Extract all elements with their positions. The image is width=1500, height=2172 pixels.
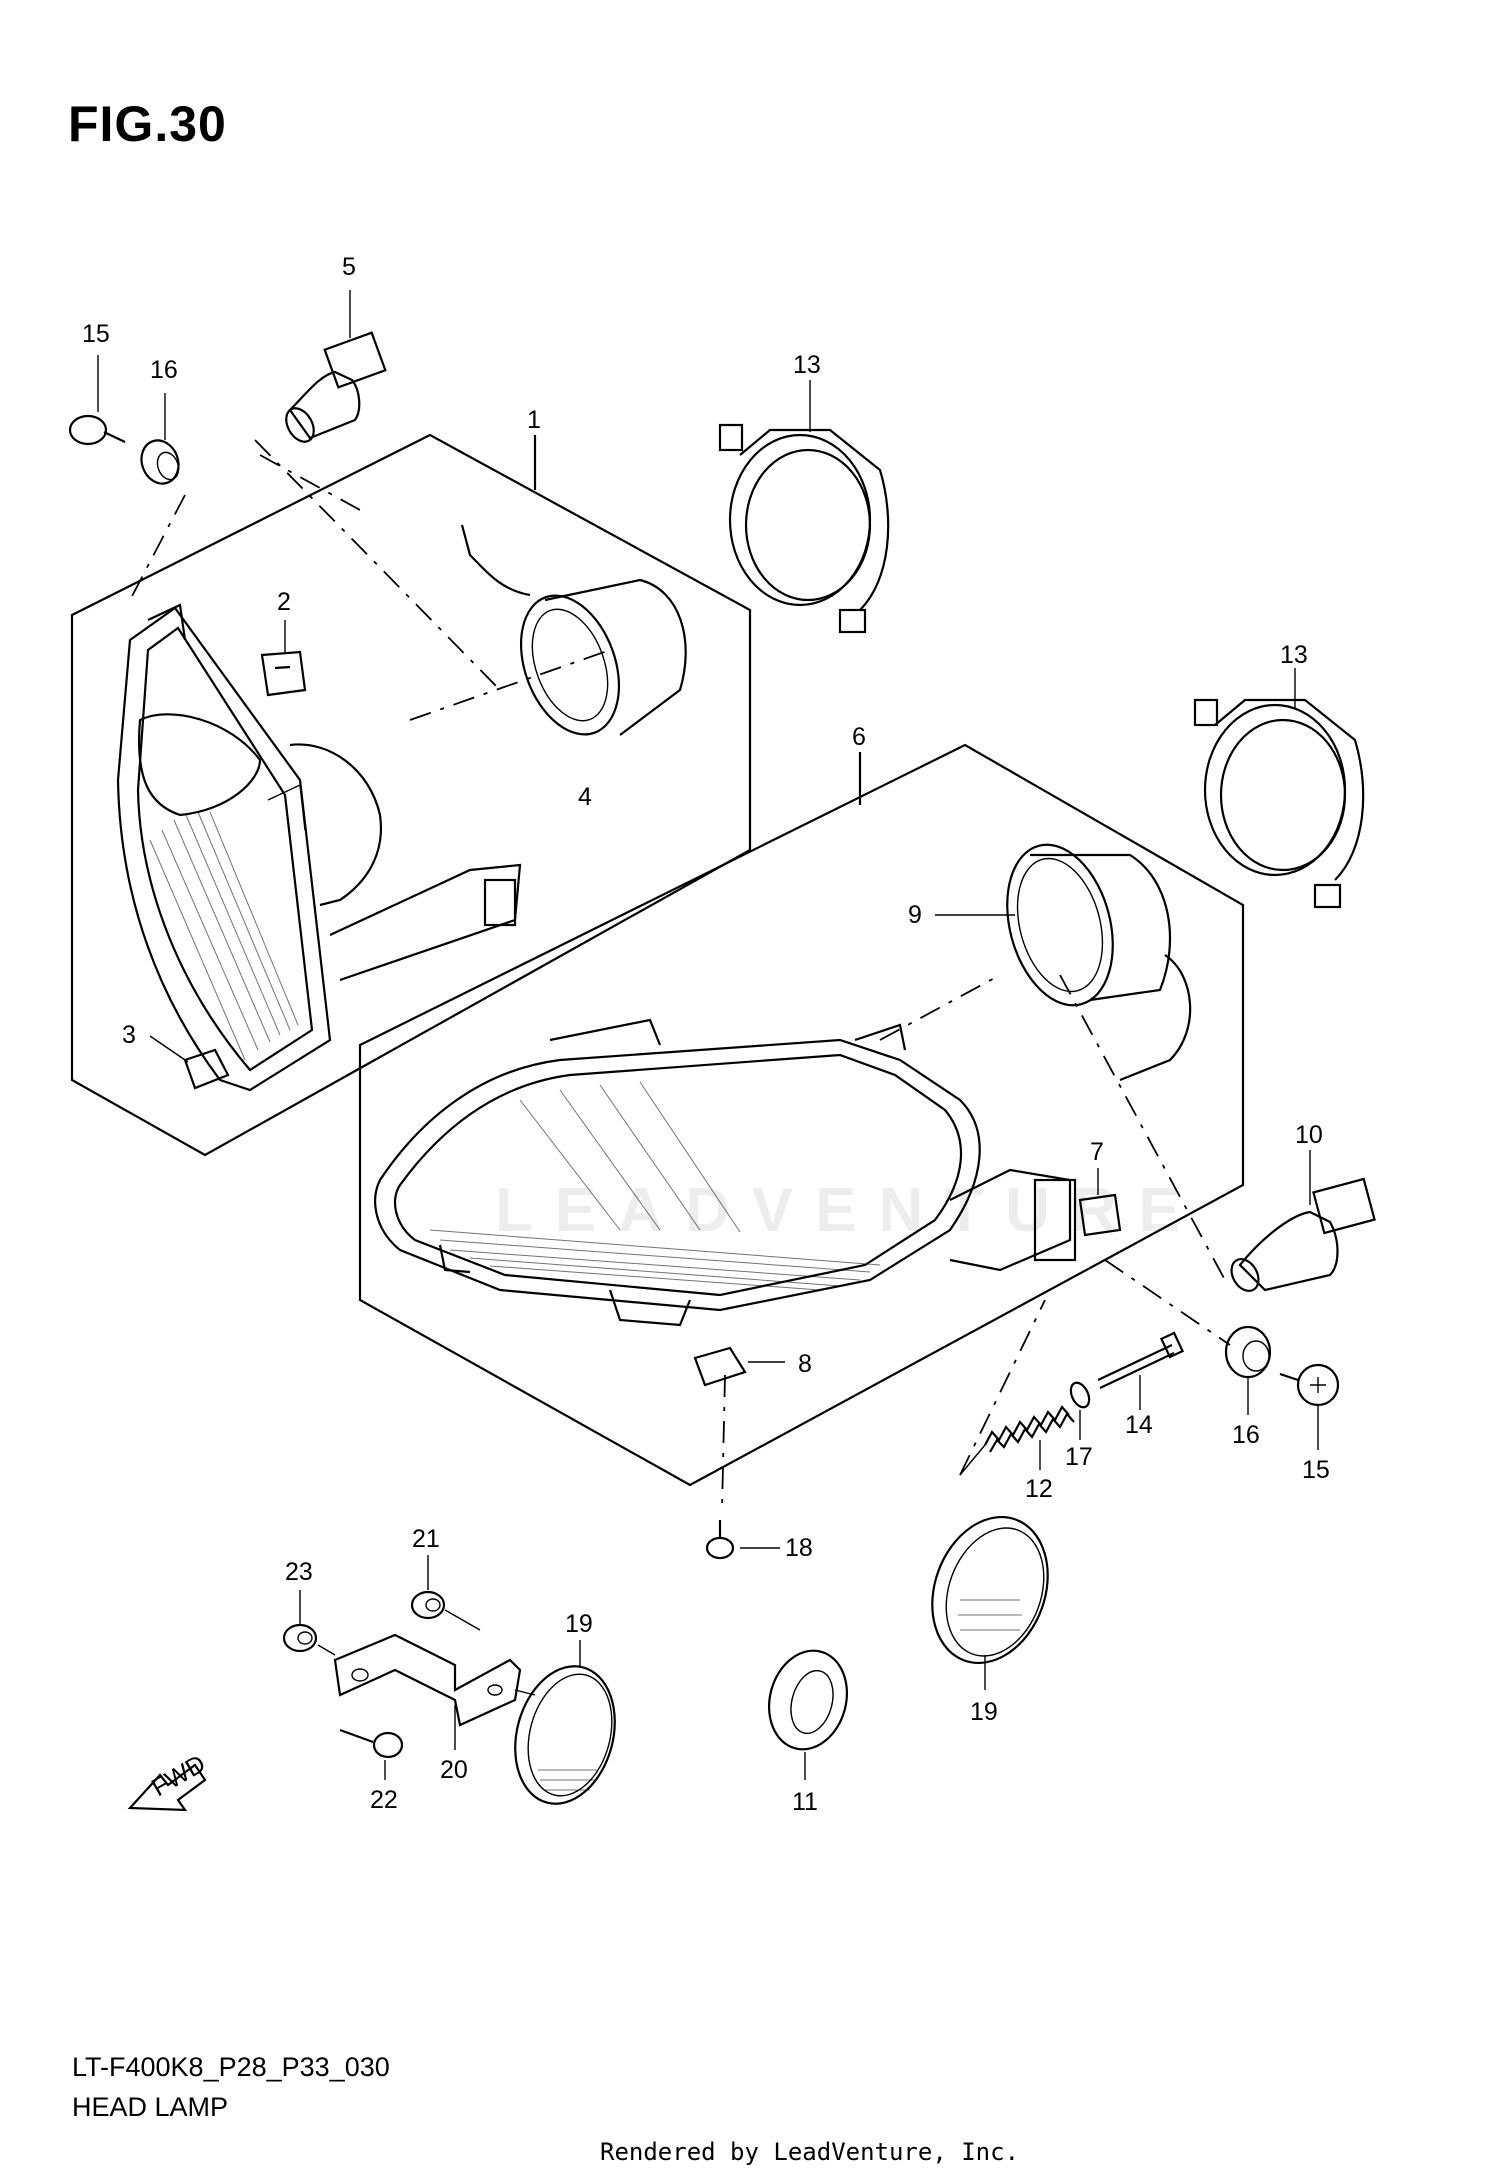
callout-19-left: 19 — [565, 1610, 593, 1638]
callout-23: 23 — [285, 1558, 313, 1586]
part-8-clip — [693, 1346, 747, 1387]
callout-13-right: 13 — [1280, 641, 1308, 669]
callout-11: 11 — [792, 1788, 818, 1816]
callout-8: 8 — [798, 1350, 812, 1378]
part-3-clip — [183, 1048, 230, 1090]
part-15-screw-top — [68, 355, 126, 446]
callout-20: 20 — [440, 1756, 468, 1784]
callout-21: 21 — [412, 1525, 440, 1553]
left-headlamp-housing — [116, 603, 522, 1092]
render-credit: Rendered by LeadVenture, Inc. — [600, 2138, 1020, 2166]
fwd-label: FWD — [147, 1749, 210, 1802]
watermark: LEADVENTURE — [495, 1176, 1203, 1245]
assembly-1-outline — [70, 433, 752, 1157]
callout-1: 1 — [527, 406, 541, 434]
part-19-reflector-right — [931, 1515, 1049, 1690]
part-10-bulb — [1059, 974, 1376, 1292]
part-16-grommet-top — [140, 393, 180, 485]
part-16-grommet-right — [1104, 1259, 1272, 1415]
part-17-washer — [1069, 1381, 1091, 1440]
figure-title: FIG.30 — [68, 96, 227, 152]
right-headlamp-housing — [374, 1018, 1077, 1327]
part-18-screw — [705, 1374, 780, 1560]
section-name: HEAD LAMP — [72, 2092, 229, 2122]
callout-14: 14 — [1125, 1411, 1153, 1439]
callout-16-top: 16 — [150, 356, 178, 384]
part-19-reflector-left — [514, 1640, 616, 1805]
assembly-6-outline — [358, 743, 1245, 1487]
part-13-ring-top — [718, 380, 890, 634]
part-20-bracket — [333, 1633, 536, 1750]
fwd-arrow-icon: FWD — [127, 1749, 210, 1812]
callout-17: 17 — [1065, 1443, 1093, 1471]
callout-4: 4 — [578, 783, 592, 811]
part-11-ring — [767, 1649, 849, 1780]
callout-2: 2 — [277, 588, 291, 616]
part-4-bulb-socket — [409, 524, 687, 736]
callout-10: 10 — [1295, 1121, 1323, 1149]
part-5-bulb — [285, 290, 387, 443]
callout-18: 18 — [785, 1534, 813, 1562]
callout-6: 6 — [852, 723, 866, 751]
part-15-screw-right — [1279, 1363, 1340, 1450]
callout-22: 22 — [370, 1786, 398, 1814]
part-23-nut — [282, 1590, 336, 1656]
part-21-nut — [410, 1555, 481, 1631]
callout-12: 12 — [1025, 1475, 1053, 1503]
model-code: LT-F400K8_P28_P33_030 — [72, 2052, 390, 2082]
part-13-ring-right — [1193, 668, 1365, 909]
callout-7: 7 — [1090, 1138, 1104, 1166]
part-2-clip — [260, 650, 307, 697]
part-12-spring — [959, 1299, 1075, 1476]
callout-3: 3 — [122, 1021, 136, 1049]
part-14-adjust-bolt — [1097, 1331, 1185, 1410]
callout-13-top: 13 — [793, 351, 821, 379]
callout-5: 5 — [342, 253, 356, 281]
callout-15-right: 15 — [1302, 1456, 1330, 1484]
part-7-clip — [1078, 1193, 1122, 1237]
callout-9: 9 — [908, 901, 922, 929]
part-9-bulb-socket — [879, 843, 1192, 1082]
callout-16-right: 16 — [1232, 1421, 1260, 1449]
part-22-screw — [339, 1728, 404, 1780]
callout-15-top: 15 — [82, 320, 110, 348]
callout-19-right: 19 — [970, 1698, 998, 1726]
